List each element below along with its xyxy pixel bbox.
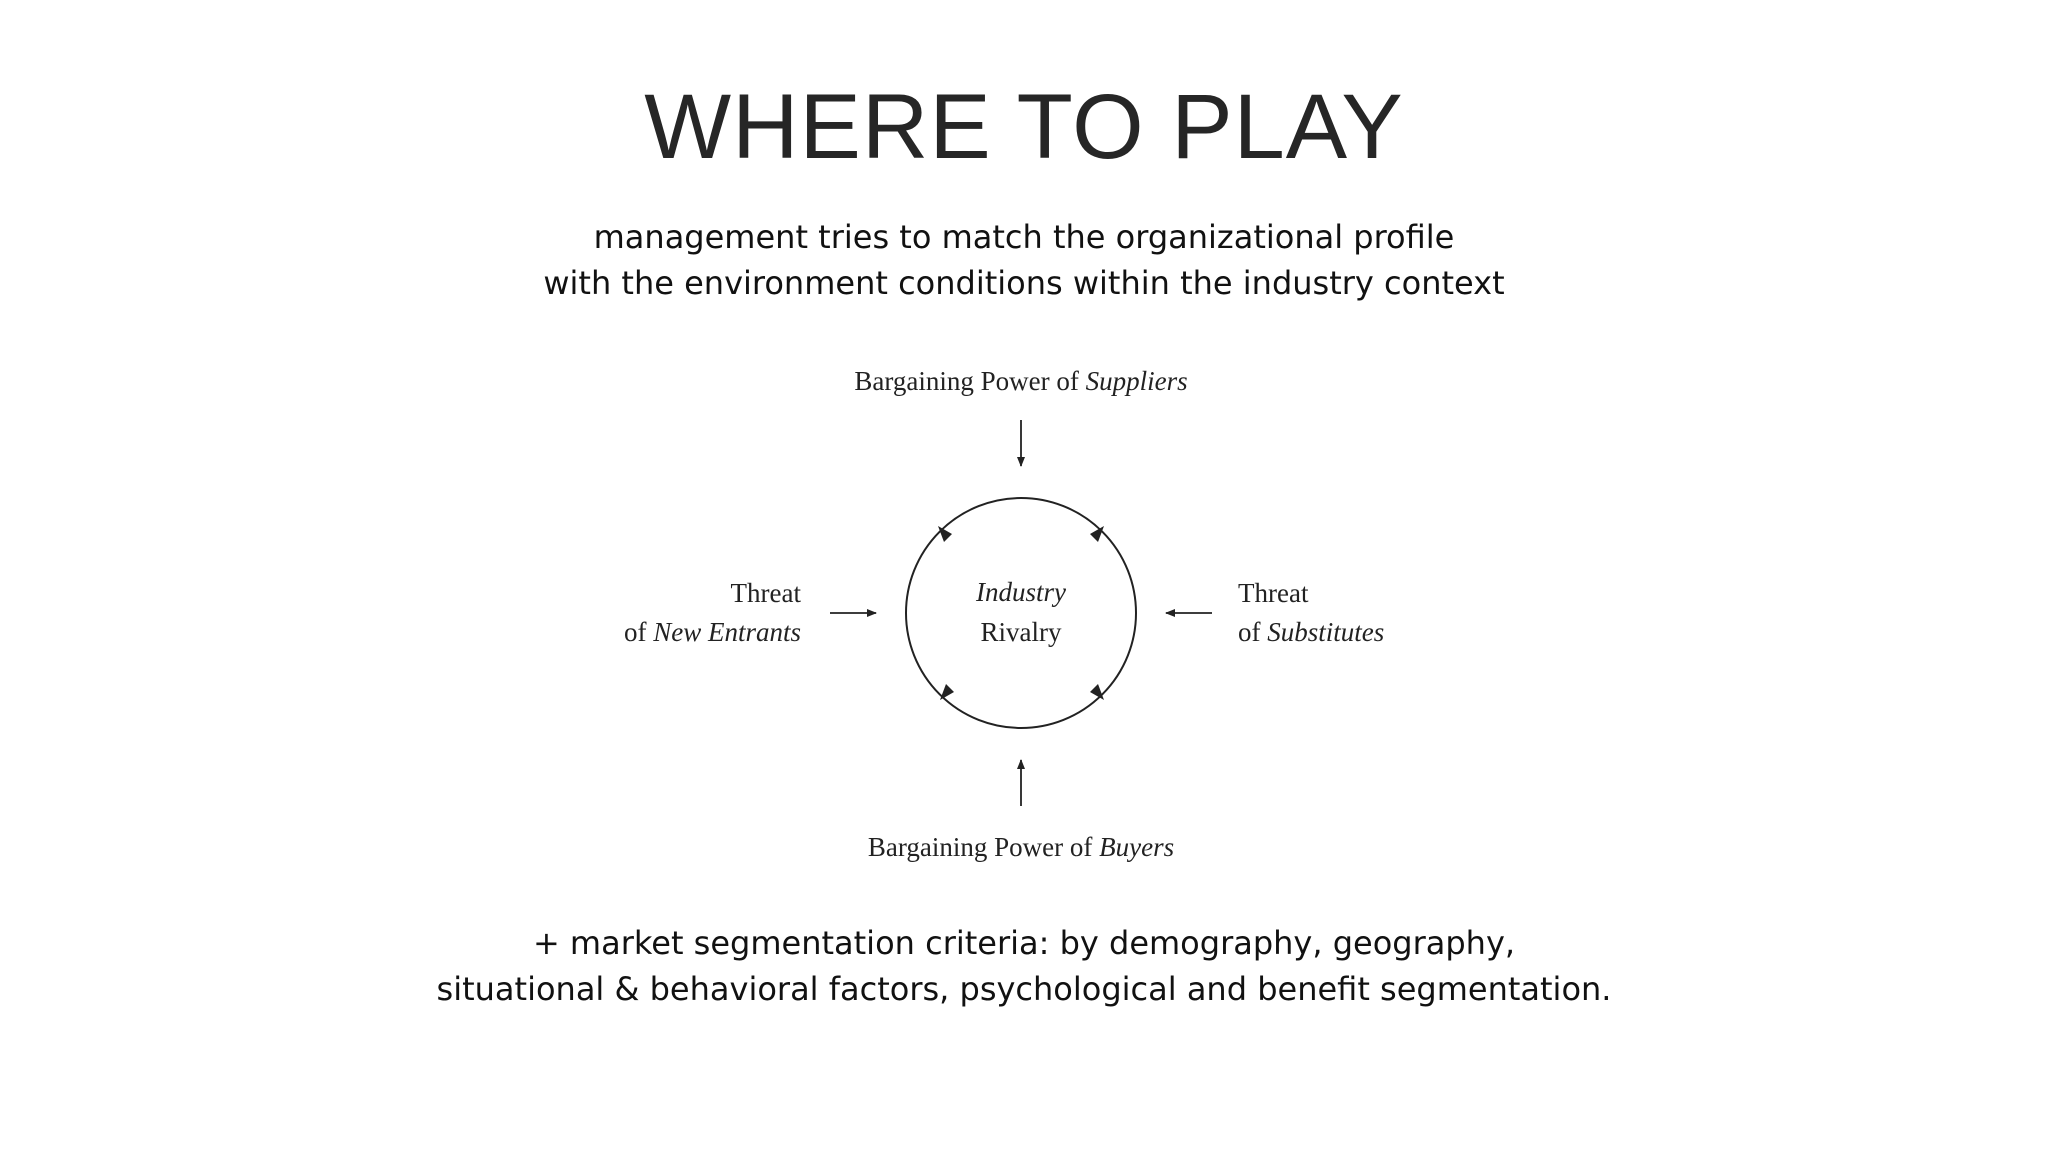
substitutes-line-2: of Substitutes <box>1238 617 1384 647</box>
subtitle-line-2: with the environment conditions within t… <box>543 264 1505 302</box>
suppliers-label-emphasis: Suppliers <box>1086 366 1188 396</box>
center-label-industry: Industry <box>975 577 1066 607</box>
cycle-arrowhead-tr <box>1090 526 1104 542</box>
cycle-arrowhead-bl <box>940 684 954 700</box>
new-entrants-line-1: Threat <box>731 578 802 608</box>
subtitle-line-1: management tries to match the organizati… <box>593 218 1455 256</box>
rivalry-circle <box>905 497 1137 729</box>
slide-title: WHERE TO PLAY <box>644 76 1404 178</box>
suppliers-label-prefix: Bargaining Power of <box>854 366 1085 396</box>
substitutes-emphasis: Substitutes <box>1267 617 1384 647</box>
slide-subtitle: management tries to match the organizati… <box>0 214 2048 306</box>
center-label-rivalry: Rivalry <box>981 617 1062 647</box>
new-entrants-prefix: of <box>624 617 653 647</box>
substitutes-prefix: of <box>1238 617 1267 647</box>
buyers-label: Bargaining Power of Buyers <box>868 832 1174 862</box>
substitutes-line-1: Threat <box>1238 578 1309 608</box>
footer-line-2: situational & behavioral factors, psycho… <box>436 970 1612 1008</box>
new-entrants-line-2: of New Entrants <box>624 617 801 647</box>
footer-line-1: + market segmentation criteria: by demog… <box>532 924 1516 962</box>
buyers-label-emphasis: Buyers <box>1099 832 1174 862</box>
cycle-arrowhead-br <box>1090 684 1104 700</box>
suppliers-label: Bargaining Power of Suppliers <box>854 366 1187 396</box>
new-entrants-emphasis: New Entrants <box>652 617 801 647</box>
buyers-label-prefix: Bargaining Power of <box>868 832 1099 862</box>
slide-footer: + market segmentation criteria: by demog… <box>0 920 2048 1012</box>
cycle-arrowhead-tl <box>938 526 952 542</box>
